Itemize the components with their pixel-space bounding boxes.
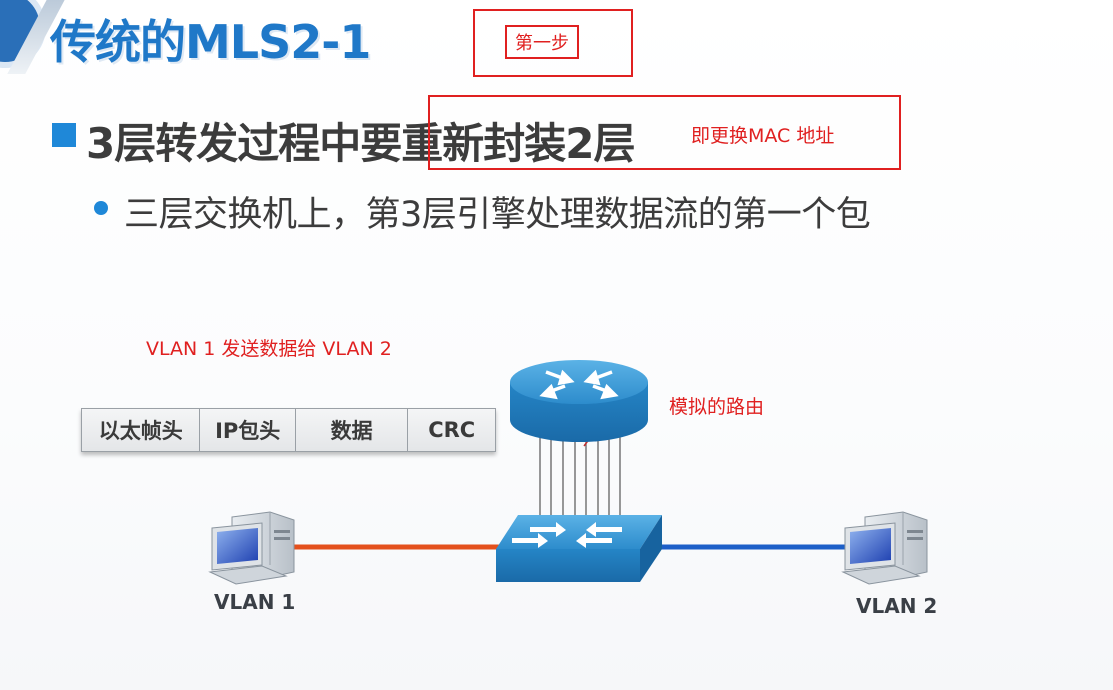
- slide-title: 传统的MLS2-1: [50, 15, 371, 69]
- mac-annotation-box: [428, 95, 901, 170]
- workstation-icon: [841, 511, 928, 585]
- frame-cell-ip-header: IP包头: [200, 409, 296, 451]
- frame-cell-data: 数据: [296, 409, 409, 451]
- frame-cell-ethernet-header: 以太帧头: [82, 409, 201, 451]
- vlan1-label: VLAN 1: [214, 590, 296, 614]
- switch-icon: [496, 515, 662, 582]
- trunk-lines: [539, 437, 621, 518]
- frame-structure-table: 以太帧头 IP包头 数据 CRC: [81, 408, 496, 452]
- slide-heading: 3层转发过程中要重新封装2层: [86, 119, 635, 168]
- workstation-icon: [208, 511, 295, 585]
- bullet-text: 三层交换机上，第3层引擎处理数据流的第一个包: [124, 195, 871, 235]
- step-annotation-label: 第一步: [505, 25, 579, 59]
- step-annotation-box: [473, 9, 633, 77]
- send-annotation-text: VLAN 1 发送数据给 VLAN 2: [146, 338, 392, 360]
- mac-annotation-text: 即更换MAC 地址: [691, 125, 835, 147]
- frame-cell-crc: CRC: [428, 418, 476, 442]
- router-icon: [510, 360, 648, 442]
- bullet-square-icon: [52, 123, 76, 147]
- vlan2-label: VLAN 2: [856, 594, 938, 618]
- router-annotation-text: 模拟的路由: [669, 396, 765, 418]
- bullet-dot-icon: [94, 201, 108, 215]
